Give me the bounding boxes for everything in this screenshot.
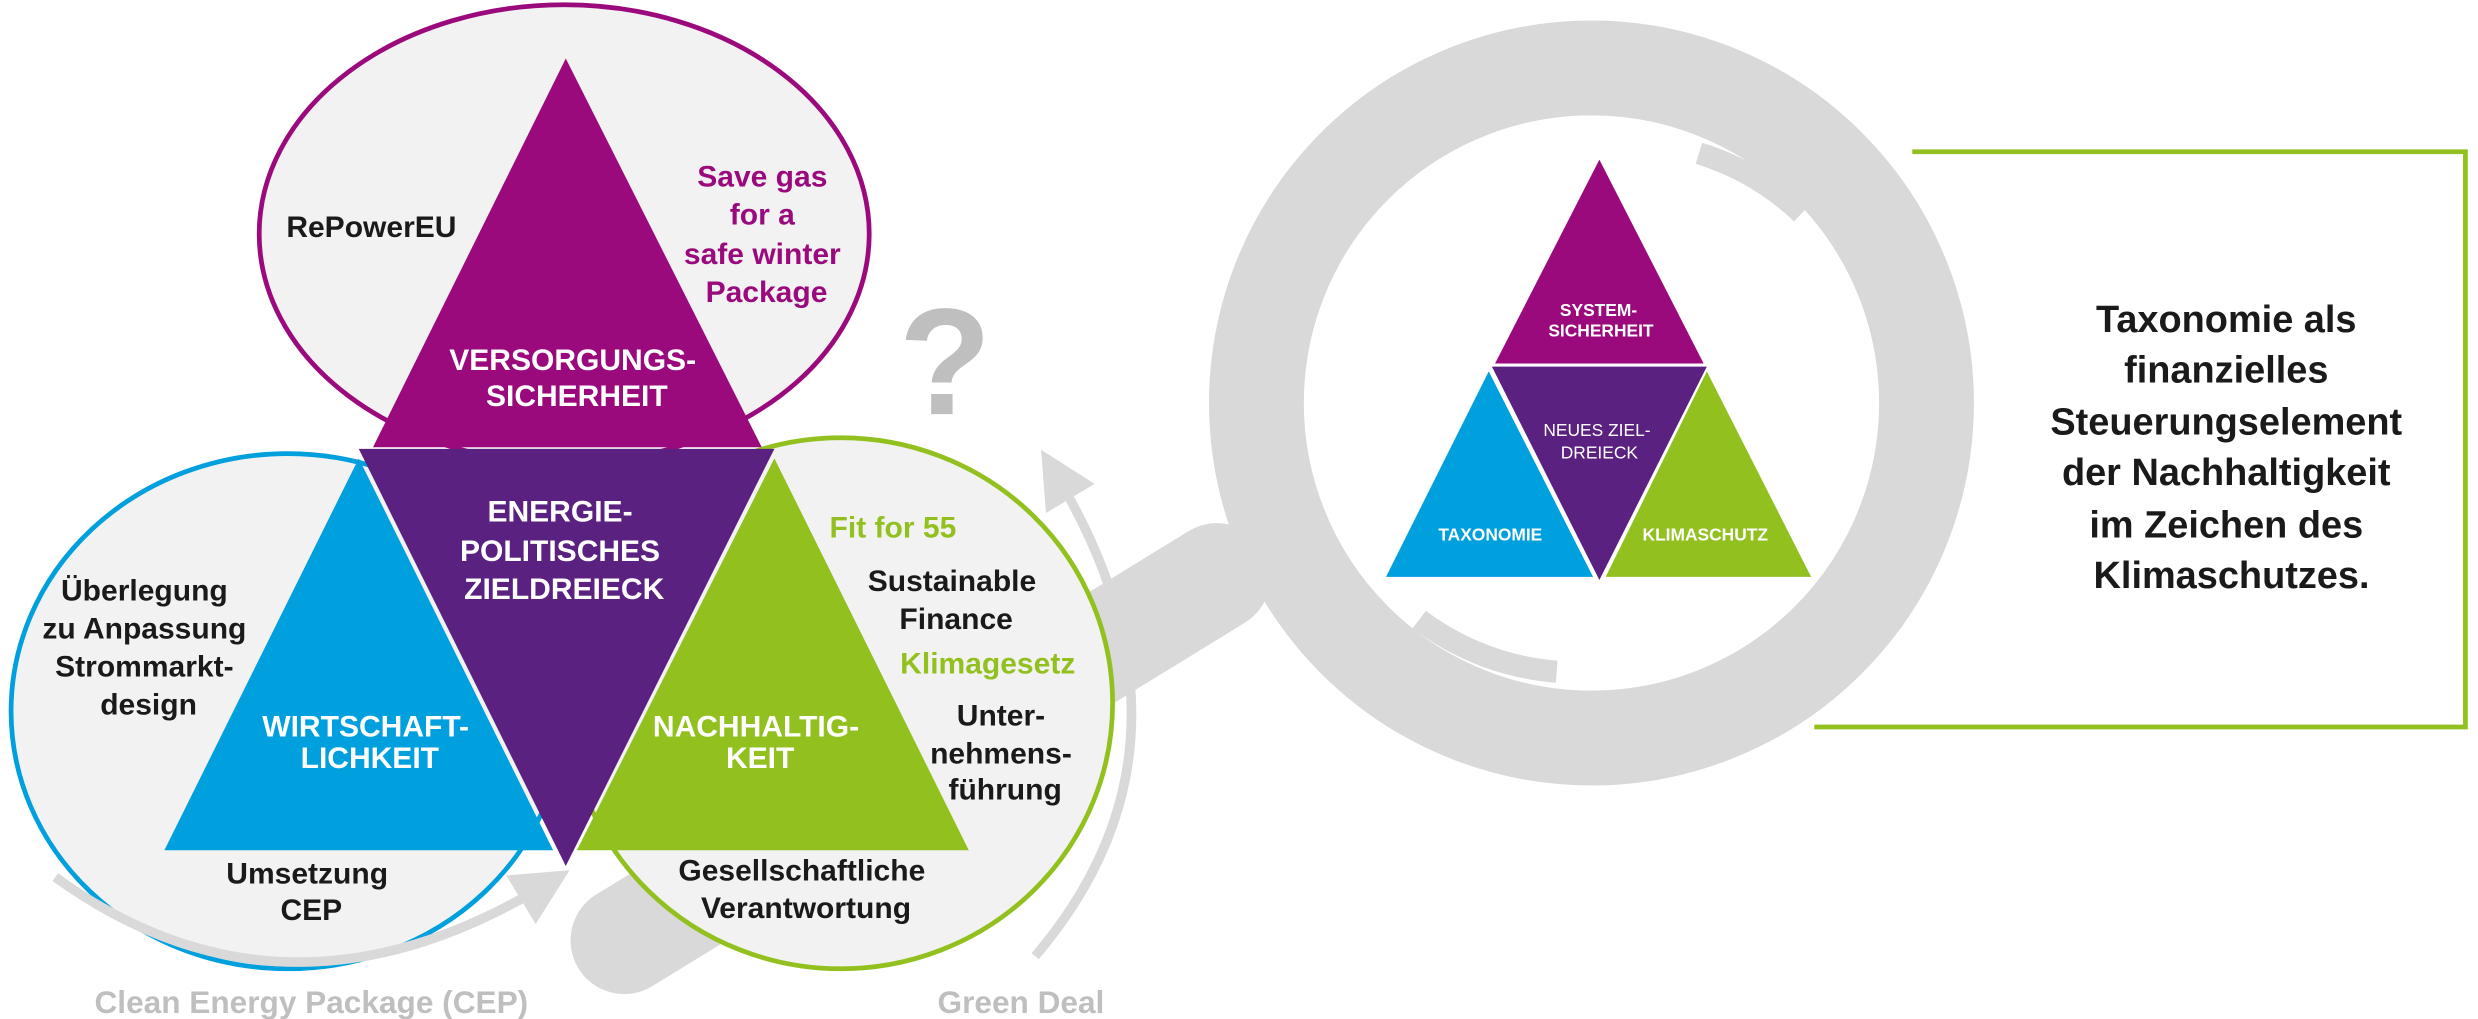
label-wirtschaft: WIRTSCHAFT- LICHKEIT — [262, 710, 477, 775]
label-nachhaltigkeit: NACHHALTIG- KEIT — [653, 710, 868, 775]
question-mark-icon: ? — [899, 278, 992, 447]
small-label-system: SYSTEM- SICHERHEIT — [1548, 300, 1654, 341]
new-target-triangle: SYSTEM- SICHERHEIT NEUES ZIEL- DREIECK T… — [1386, 159, 1812, 581]
text-save-gas: Save gas for a safe winter Package — [684, 160, 849, 308]
green-deal-arrow — [1031, 449, 1137, 960]
text-strommarkt: Überlegung zu Anpassung Strommarkt- desi… — [42, 575, 254, 722]
small-label-klimaschutz: KLIMASCHUTZ — [1643, 524, 1769, 544]
cep-arrow — [52, 870, 570, 967]
small-triangle-neues — [1491, 366, 1707, 581]
magnifier-glare-top — [1695, 142, 1810, 222]
callout-text: Taxonomie als finanzielles Steuerungsele… — [2050, 299, 2412, 597]
small-triangle-system — [1495, 159, 1704, 364]
text-fit-for-55: Fit for 55 — [830, 511, 957, 544]
triangle-wirtschaft — [164, 458, 554, 851]
label-zieldreieck: ENERGIE- POLITISCHES ZIELDREIECK — [460, 496, 668, 606]
small-triangle-taxonomie — [1386, 371, 1594, 577]
magnifier-glare-bottom — [1412, 610, 1558, 683]
text-umsetzung-cep: Umsetzung CEP — [226, 857, 396, 926]
text-gesellschaftliche-verantwortung: Gesellschaftliche Verantwortung — [678, 854, 933, 925]
text-sustainable-finance: Sustainable Finance — [868, 565, 1045, 636]
text-unternehmensfuehrung: Unter- nehmens- führung — [930, 699, 1080, 806]
callout-frame — [1814, 149, 2468, 730]
small-label-neues: NEUES ZIEL- DREIECK — [1543, 420, 1655, 462]
label-cep: Clean Energy Package (CEP) — [94, 984, 528, 1019]
text-repowereu: RePowerEU — [286, 211, 456, 244]
text-klimagesetz: Klimagesetz — [900, 647, 1075, 680]
triangle-nachhaltigkeit — [576, 458, 969, 851]
triangle-zieldreieck — [358, 448, 775, 867]
triangle-versorgung — [372, 58, 762, 448]
small-label-taxonomie: TAXONOMIE — [1438, 524, 1542, 544]
label-green-deal: Green Deal — [938, 984, 1105, 1019]
label-versorgung: VERSORGUNGS- SICHERHEIT — [449, 344, 704, 413]
small-triangle-klimaschutz — [1605, 371, 1812, 577]
